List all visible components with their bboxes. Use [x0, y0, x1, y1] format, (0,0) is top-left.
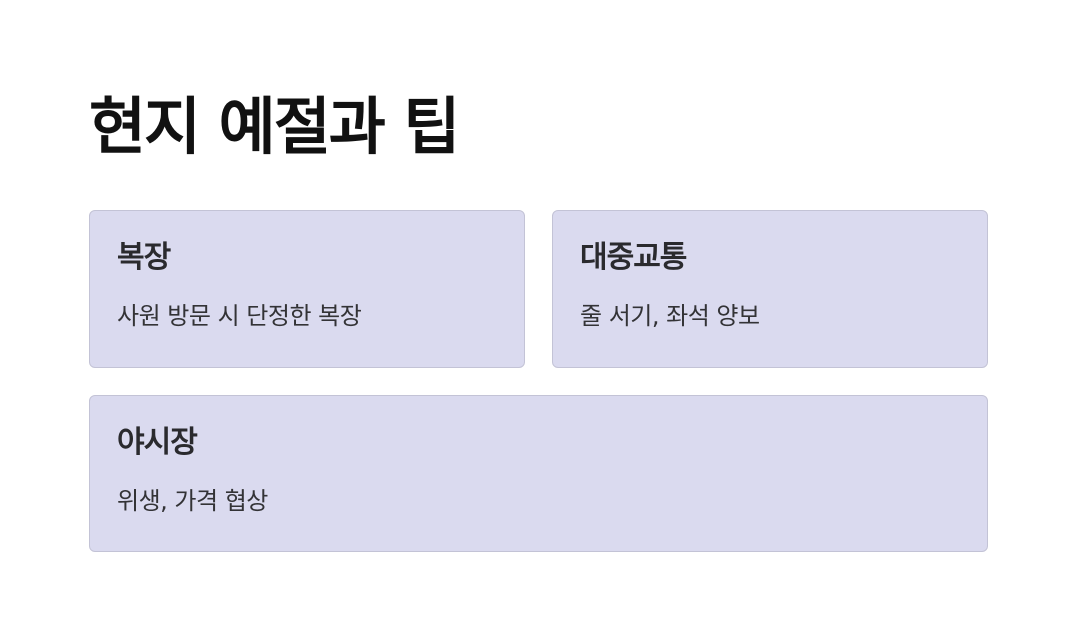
- tip-card-text: 사원 방문 시 단정한 복장: [117, 302, 362, 330]
- tip-card-night-market: 야시장 위생, 가격 협상: [89, 395, 988, 552]
- page-title: 현지 예절과 팁: [89, 90, 460, 163]
- tip-card-heading: 대중교통: [580, 240, 687, 275]
- tip-card-heading: 복장: [117, 240, 171, 275]
- tip-card-attire: 복장 사원 방문 시 단정한 복장: [89, 210, 525, 368]
- tip-card-public-transport: 대중교통 줄 서기, 좌석 양보: [552, 210, 988, 368]
- tip-card-text: 줄 서기, 좌석 양보: [580, 302, 760, 330]
- tip-card-heading: 야시장: [117, 425, 198, 460]
- tip-card-text: 위생, 가격 협상: [117, 487, 268, 515]
